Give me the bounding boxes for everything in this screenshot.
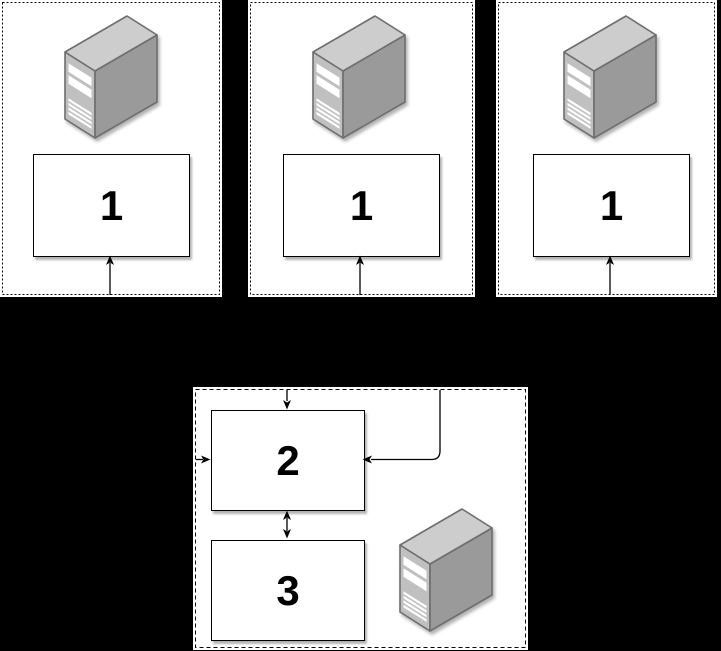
panel-dashed-border (498, 2, 715, 295)
panel-group-3: 1 (498, 2, 715, 295)
server-icon (399, 508, 493, 632)
node-box-1c: 1 (533, 154, 690, 257)
panel-group-4: 2 3 (195, 389, 526, 648)
panel-group-1: 1 (2, 2, 220, 295)
node-box-label: 1 (99, 181, 124, 229)
panel-dashed-border (195, 389, 526, 648)
node-box-label: 2 (276, 436, 300, 484)
server-icon (64, 15, 158, 139)
panel-group-2: 1 (250, 2, 473, 295)
node-box-2: 2 (211, 410, 365, 511)
node-box-3: 3 (211, 540, 365, 641)
node-box-1b: 1 (283, 154, 440, 257)
node-box-label: 3 (276, 566, 300, 614)
node-box-label: 1 (349, 181, 374, 229)
node-box-1a: 1 (33, 154, 190, 257)
panel-dashed-border (250, 2, 473, 295)
server-icon (563, 15, 657, 139)
server-icon (312, 15, 406, 139)
node-box-label: 1 (599, 181, 624, 229)
panel-dashed-border (2, 2, 220, 295)
